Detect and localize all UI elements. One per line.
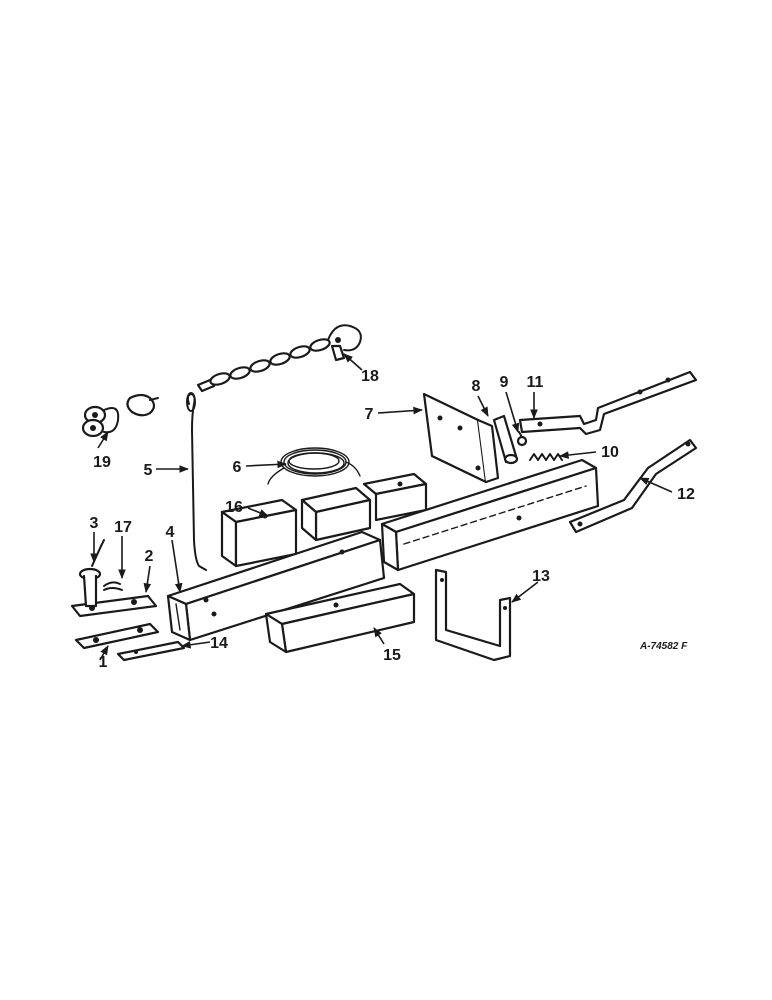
plate-part-14 xyxy=(116,640,186,662)
plate-part-7 xyxy=(422,392,500,484)
plate-part-1 xyxy=(74,622,160,650)
callout-5: 5 xyxy=(144,462,153,479)
callout-17: 17 xyxy=(114,519,132,536)
callout-9: 9 xyxy=(500,374,509,391)
channel-part-15 xyxy=(264,582,416,654)
callout-3: 3 xyxy=(90,515,99,532)
callout-4: 4 xyxy=(166,524,175,541)
callout-12: 12 xyxy=(677,486,695,503)
shackle-part-19 xyxy=(81,393,159,438)
callout-11: 11 xyxy=(527,374,544,391)
cable-coil-part-6 xyxy=(267,447,361,485)
cotter-pin-part-17 xyxy=(103,581,123,591)
sleeve-part-16 xyxy=(220,472,428,568)
bolt-part-9 xyxy=(516,431,528,447)
pin-part-8 xyxy=(492,414,519,465)
rod-part-5 xyxy=(186,392,207,571)
callout-18: 18 xyxy=(361,368,379,385)
bracket-part-11 xyxy=(518,370,698,436)
callout-14: 14 xyxy=(210,635,228,652)
callout-arrows xyxy=(90,353,673,661)
callout-7: 7 xyxy=(365,406,374,423)
drawing-code: A-74582 F xyxy=(639,641,688,652)
callout-10: 10 xyxy=(601,444,619,461)
hitch-pin-part-3 xyxy=(78,539,105,608)
callout-19: 19 xyxy=(93,454,111,471)
callout-8: 8 xyxy=(472,378,481,395)
callout-16: 16 xyxy=(225,499,243,516)
spring-part-10 xyxy=(529,453,563,461)
callout-6: 6 xyxy=(233,459,242,476)
chain-part-18 xyxy=(196,324,362,393)
brace-part-12 xyxy=(568,438,698,534)
callout-13: 13 xyxy=(532,568,550,585)
callout-1: 1 xyxy=(99,654,108,671)
tube-part-4 xyxy=(166,530,386,642)
u-strap-part-13 xyxy=(434,568,512,662)
tube-rear-section xyxy=(380,458,600,572)
callout-15: 15 xyxy=(383,647,401,664)
callout-2: 2 xyxy=(145,548,154,565)
